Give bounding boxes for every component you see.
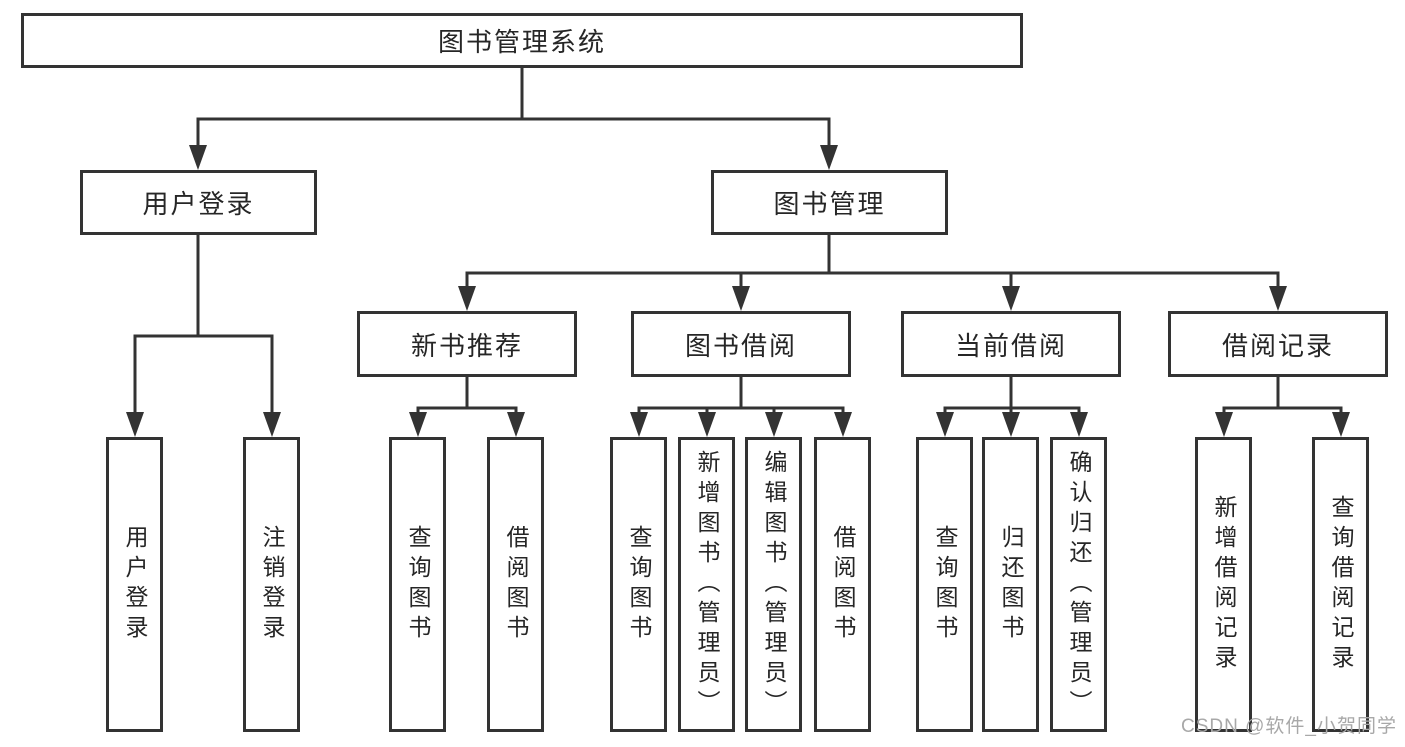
node-label: 图书管理 bbox=[773, 189, 886, 219]
arrowhead-icon bbox=[1002, 286, 1020, 311]
leaf-edit-book-admin: 编辑图书（管理员） bbox=[745, 437, 802, 732]
watermark: CSDN @软件_小贺同学 bbox=[1181, 716, 1397, 737]
leaf-query-books-borrow: 查询图书 bbox=[610, 437, 667, 732]
arrowhead-icon bbox=[409, 412, 427, 437]
arrowhead-icon bbox=[732, 286, 750, 311]
arrowhead-icon bbox=[458, 286, 476, 311]
leaf-query-borrow-record: 查询借阅记录 bbox=[1312, 437, 1369, 732]
arrowhead-icon bbox=[1070, 412, 1088, 437]
leaf-add-borrow-record: 新增借阅记录 bbox=[1195, 437, 1252, 732]
leaf-query-books-recommend: 查询图书 bbox=[389, 437, 446, 732]
node-book-management: 图书管理 bbox=[711, 170, 948, 235]
arrowhead-icon bbox=[1002, 412, 1020, 437]
arrowhead-icon bbox=[1269, 286, 1287, 311]
node-new-book-recommend: 新书推荐 bbox=[357, 311, 577, 377]
node-label: 图书管理系统 bbox=[437, 27, 606, 57]
arrowhead-icon bbox=[698, 412, 716, 437]
node-label: 归还图书 bbox=[998, 524, 1024, 645]
node-label: 借阅图书 bbox=[830, 524, 856, 645]
node-label: 新增图书（管理员） bbox=[694, 449, 720, 720]
node-label: 新增借阅记录 bbox=[1211, 494, 1237, 675]
node-library-system: 图书管理系统 bbox=[21, 13, 1023, 68]
arrowhead-icon bbox=[936, 412, 954, 437]
leaf-borrow-books-recommend: 借阅图书 bbox=[487, 437, 544, 732]
arrowhead-icon bbox=[263, 412, 281, 437]
connector-records-to-leaves bbox=[1222, 375, 1343, 419]
node-label: 借阅记录 bbox=[1221, 330, 1334, 361]
leaf-logout: 注销登录 bbox=[243, 437, 300, 732]
node-label: 注销登录 bbox=[259, 524, 285, 645]
arrowhead-icon bbox=[765, 412, 783, 437]
node-book-borrowing: 图书借阅 bbox=[631, 311, 851, 377]
node-label: 查询图书 bbox=[932, 524, 958, 645]
node-label: 确认归还（管理员） bbox=[1066, 449, 1092, 720]
connector-rec-to-leaves bbox=[416, 375, 518, 419]
connector-mgmt-to-level3 bbox=[465, 233, 1280, 293]
leaf-add-book-admin: 新增图书（管理员） bbox=[678, 437, 735, 732]
node-label: 查询借阅记录 bbox=[1328, 494, 1354, 675]
node-label: 当前借阅 bbox=[954, 330, 1067, 361]
node-label: 借阅图书 bbox=[503, 524, 529, 645]
arrowhead-icon bbox=[507, 412, 525, 437]
node-label: 新书推荐 bbox=[410, 330, 523, 361]
node-borrow-records: 借阅记录 bbox=[1168, 311, 1388, 377]
leaf-query-books-current: 查询图书 bbox=[916, 437, 973, 732]
node-label: 用户登录 bbox=[142, 189, 255, 219]
arrowhead-icon bbox=[126, 412, 144, 437]
node-label: 编辑图书（管理员） bbox=[761, 449, 787, 720]
arrowhead-icon bbox=[1332, 412, 1350, 437]
connector-current-to-leaves bbox=[943, 375, 1081, 419]
node-label: 用户登录 bbox=[122, 524, 148, 645]
arrowhead-icon bbox=[630, 412, 648, 437]
arrowhead-icon bbox=[820, 145, 838, 170]
node-current-borrowing: 当前借阅 bbox=[901, 311, 1121, 377]
node-label: 查询图书 bbox=[626, 524, 652, 645]
node-label: 图书借阅 bbox=[684, 330, 797, 361]
arrowhead-icon bbox=[189, 145, 207, 170]
node-label: 查询图书 bbox=[405, 524, 431, 645]
arrowhead-icon bbox=[1215, 412, 1233, 437]
node-user-login: 用户登录 bbox=[80, 170, 317, 235]
connector-root-to-level2 bbox=[196, 66, 831, 152]
leaf-borrow-books: 借阅图书 bbox=[814, 437, 871, 732]
arrowhead-icon bbox=[834, 412, 852, 437]
leaf-confirm-return-admin: 确认归还（管理员） bbox=[1050, 437, 1107, 732]
connector-login-to-leaves bbox=[133, 233, 274, 419]
leaf-user-login: 用户登录 bbox=[106, 437, 163, 732]
connector-borrow-to-leaves bbox=[637, 375, 845, 419]
arrowheads bbox=[126, 145, 1350, 437]
leaf-return-book: 归还图书 bbox=[982, 437, 1039, 732]
